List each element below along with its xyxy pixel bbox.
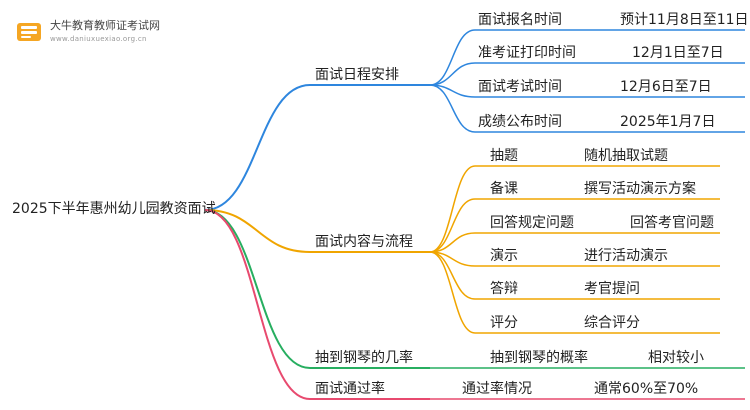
logo-title: 大牛教育教师证考试网 xyxy=(50,19,160,32)
child-value: 进行活动演示 xyxy=(584,248,668,264)
child-connector xyxy=(429,29,476,86)
logo-subtitle: www.daniuxuexiao.org.cn xyxy=(50,35,147,43)
child-connector xyxy=(429,165,476,253)
child-value: 综合评分 xyxy=(584,315,640,331)
child-value: 预计11月8日至11日 xyxy=(620,12,749,28)
branch-label-schedule: 面试日程安排 xyxy=(315,67,399,83)
child-label: 成绩公布时间 xyxy=(478,114,562,130)
child-label: 面试考试时间 xyxy=(478,79,562,95)
child-value: 2025年1月7日 xyxy=(620,114,716,130)
child-connector xyxy=(429,198,476,253)
child-label: 准考证打印时间 xyxy=(478,45,576,61)
child-label: 抽题 xyxy=(490,148,518,164)
branch-label-piano: 抽到钢琴的几率 xyxy=(315,350,413,366)
child-connector xyxy=(429,84,476,133)
child-value: 回答考官问题 xyxy=(630,215,714,231)
child-label: 评分 xyxy=(490,315,518,331)
branch-label-process: 面试内容与流程 xyxy=(315,234,413,250)
child-label: 通过率情况 xyxy=(462,381,532,397)
child-label: 备课 xyxy=(490,181,518,197)
site-logo: 大牛教育教师证考试网 www.daniuxuexiao.org.cn xyxy=(14,16,174,56)
child-value: 通常60%至70% xyxy=(594,381,699,397)
root-connector xyxy=(204,84,311,211)
child-value: 随机抽取试题 xyxy=(584,148,668,164)
child-value: 考官提问 xyxy=(584,281,640,297)
root-connector xyxy=(204,209,311,253)
child-value: 撰写活动演示方案 xyxy=(584,181,696,197)
child-connector xyxy=(429,251,476,334)
child-connector xyxy=(429,251,476,300)
child-label: 演示 xyxy=(490,248,518,264)
branch-label-passrate: 面试通过率 xyxy=(315,381,385,397)
child-value: 12月1日至7日 xyxy=(632,45,724,61)
child-label: 回答规定问题 xyxy=(490,215,574,231)
root-topic: 2025下半年惠州幼儿园教资面试 xyxy=(12,201,216,217)
root-connector xyxy=(204,209,311,369)
child-connector xyxy=(429,232,476,253)
child-label: 面试报名时间 xyxy=(478,12,562,28)
book-logo-icon xyxy=(17,23,41,41)
root-connector xyxy=(204,209,311,400)
child-label: 答辩 xyxy=(490,281,518,297)
child-label: 抽到钢琴的概率 xyxy=(490,350,588,366)
child-value: 相对较小 xyxy=(648,350,704,366)
child-value: 12月6日至7日 xyxy=(620,79,712,95)
child-connector xyxy=(429,62,476,86)
